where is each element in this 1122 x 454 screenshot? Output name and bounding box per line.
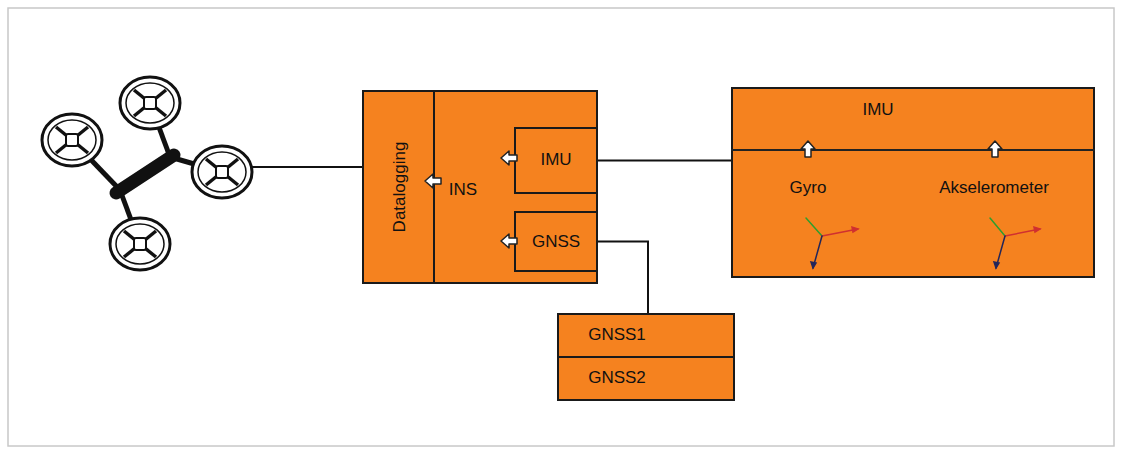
node-text: IMU xyxy=(862,100,893,120)
hollow-arrow xyxy=(501,151,517,165)
node-text: IMU xyxy=(540,150,571,170)
hollow-arrow xyxy=(425,174,441,188)
hollow-arrow xyxy=(801,141,815,157)
hollow-arrow xyxy=(425,151,517,248)
axis-icon xyxy=(994,262,999,268)
axis-icon xyxy=(806,218,858,268)
part-label: Gyro xyxy=(790,178,827,198)
connector-line xyxy=(598,242,648,314)
hollow-arrow xyxy=(501,234,517,248)
logging-band: Datalogging xyxy=(362,90,435,284)
axis-icon xyxy=(852,227,858,232)
module-box: GNSS xyxy=(514,211,598,272)
part-label: Akselerometer xyxy=(939,178,1049,198)
drone-illustration xyxy=(42,77,252,270)
receiver-box: GNSS1 xyxy=(557,313,735,358)
divider-line xyxy=(731,149,1095,151)
axis-icon xyxy=(990,218,1040,268)
connector-line xyxy=(598,160,731,162)
module-box: IMU xyxy=(514,127,598,194)
drone-illustration xyxy=(110,218,170,270)
axis-icon xyxy=(811,262,816,268)
drone-illustration xyxy=(116,155,174,193)
drone-illustration xyxy=(120,77,180,129)
axis-icon xyxy=(806,218,822,236)
hollow-arrow xyxy=(801,141,1002,157)
drone-illustration xyxy=(42,114,102,166)
axis-icon xyxy=(990,218,1005,236)
node-text: INS xyxy=(449,180,477,200)
node-text: Datalogging xyxy=(390,142,410,233)
node-text: GNSS xyxy=(532,232,580,252)
node-text: GNSS1 xyxy=(588,325,646,345)
drone-illustration xyxy=(192,146,252,198)
system-box: Datalogging IMU GNSS INS xyxy=(362,90,598,284)
node-text: GNSS2 xyxy=(588,368,646,388)
hollow-arrow xyxy=(988,141,1002,157)
page-frame xyxy=(8,8,1114,446)
receiver-box: GNSS2 xyxy=(557,356,735,401)
axis-icon xyxy=(1034,227,1040,232)
